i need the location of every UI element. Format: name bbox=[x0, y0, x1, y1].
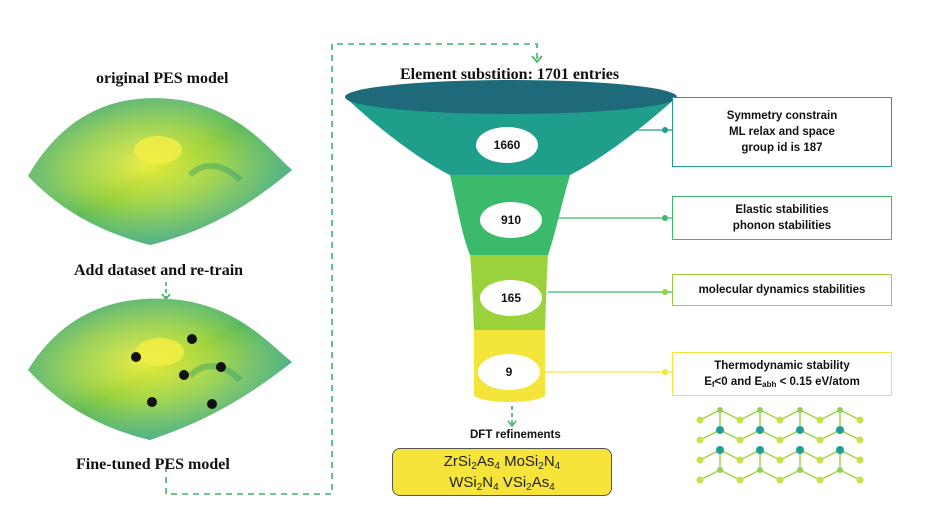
data-point bbox=[179, 370, 189, 380]
criterion-symmetry-box: Symmetry constrain ML relax and space gr… bbox=[672, 97, 892, 167]
formula-4-sub: 2 bbox=[526, 482, 532, 493]
criterion-md-box: molecular dynamics stabilities bbox=[672, 274, 892, 306]
dft-results-row-2: WSi2N4 VSi2As4 bbox=[449, 472, 555, 493]
stage-3-count: 165 bbox=[480, 280, 542, 316]
fine-tuned-pes-surface bbox=[28, 298, 292, 440]
crystal-atoms bbox=[696, 407, 864, 484]
fine-tuned-pes-title: Fine-tuned PES model bbox=[76, 456, 230, 473]
formula-3-sub: 2 bbox=[476, 482, 483, 493]
data-point bbox=[187, 334, 197, 344]
criterion-thermo-box: Thermodynamic stability Ef<0 and Eabh < … bbox=[672, 352, 892, 396]
formula-1-part: ZrSi bbox=[443, 453, 472, 470]
formula-1-part: As bbox=[476, 453, 495, 470]
dft-results-row-1: ZrSi2As4 MoSi2N4 bbox=[444, 451, 560, 472]
dft-results-box: ZrSi2As4 MoSi2N4 WSi2N4 VSi2As4 bbox=[392, 448, 612, 496]
ef-subscript: f bbox=[711, 380, 715, 389]
data-point bbox=[216, 362, 226, 372]
stage-1-count: 1660 bbox=[476, 127, 538, 163]
formula-1-sub: 2 bbox=[471, 461, 477, 472]
formula-3-part: WSi bbox=[449, 474, 477, 491]
formula-3-sub: 4 bbox=[493, 482, 499, 493]
criterion-elastic-box: Elastic stabilities phonon stabilities bbox=[672, 196, 892, 240]
criterion-symmetry-line-3: group id is 187 bbox=[741, 142, 823, 154]
data-point bbox=[131, 352, 141, 362]
criterion-thermo-line-1: Thermodynamic stability bbox=[714, 360, 850, 372]
retrain-label: Add dataset and re-train bbox=[74, 262, 244, 279]
formula-3-part: N bbox=[482, 474, 494, 491]
formula-4-sub: 4 bbox=[549, 482, 555, 493]
criterion-thermo-line-2: Ef<0 and Eabh < 0.15 eV/atom bbox=[704, 374, 860, 390]
dft-label: DFT refinements bbox=[470, 429, 561, 441]
stage-4-count: 9 bbox=[478, 354, 540, 390]
connector-arrowhead bbox=[531, 55, 543, 64]
criterion-symmetry-line-1: Symmetry constrain bbox=[726, 110, 838, 122]
original-pes-surface bbox=[28, 98, 292, 246]
criterion-elastic-line-2: phonon stabilities bbox=[732, 220, 832, 232]
formula-2-sub: 4 bbox=[554, 461, 561, 472]
eabh-condition: < 0.15 eV/atom bbox=[776, 376, 860, 388]
funnel-title: Element substition: 1701 entries bbox=[400, 66, 620, 83]
criterion-elastic-line-1: Elastic stabilities bbox=[735, 204, 829, 216]
data-point bbox=[207, 399, 217, 409]
formula-4-part: VSi bbox=[502, 474, 527, 491]
funnel-top bbox=[345, 80, 677, 114]
formula-2-sub: 2 bbox=[538, 461, 544, 472]
eabh-subscript: abh bbox=[762, 380, 777, 389]
original-pes-title: original PES model bbox=[96, 70, 229, 87]
ef-symbol: E bbox=[704, 376, 712, 388]
criterion-symmetry-line-2: ML relax and space bbox=[729, 126, 835, 138]
dashed-connector bbox=[165, 43, 538, 495]
ef-condition: <0 and E bbox=[714, 376, 763, 388]
stage-2-count: 910 bbox=[480, 202, 542, 238]
formula-2-part: N bbox=[543, 453, 555, 470]
data-point bbox=[147, 397, 157, 407]
formula-4-part: As bbox=[531, 474, 550, 491]
formula-1-sub: 4 bbox=[494, 461, 500, 472]
formula-2-part: MoSi bbox=[504, 453, 539, 470]
criterion-md-line-1: molecular dynamics stabilities bbox=[698, 284, 866, 296]
